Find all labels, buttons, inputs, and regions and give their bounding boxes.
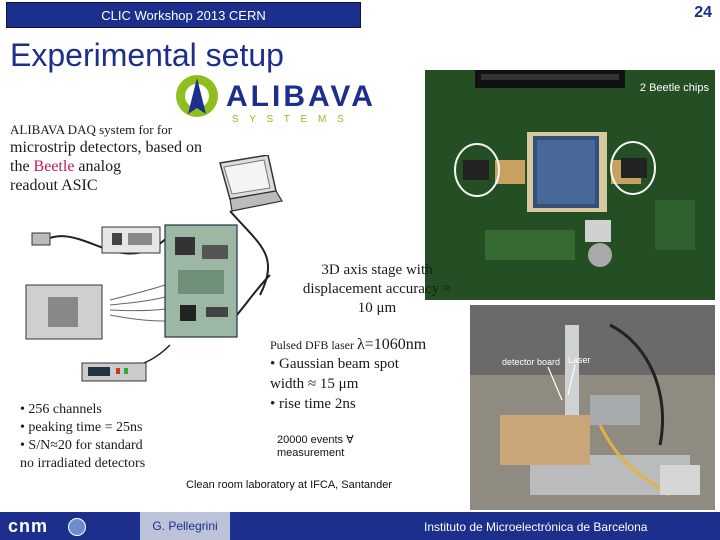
logo-wordmark: ALIBAVA — [226, 80, 376, 113]
intro-line-1: ALIBAVA DAQ system for for — [10, 122, 173, 137]
intro-line-2: microstrip detectors, based on — [10, 139, 202, 156]
lab-graphic — [470, 305, 715, 510]
beetle-board-photo: 2 Beetle chips — [425, 70, 715, 300]
channels-line-4: no irradiated detectors — [20, 456, 146, 471]
laser-label: Laser — [568, 355, 591, 365]
daq-system-diagram — [20, 154, 290, 385]
signal-generator-icon — [81, 362, 147, 382]
motherboard-icon — [164, 224, 238, 338]
logo-subtitle: S Y S T E M S — [232, 114, 348, 125]
intro-line-3-pre: the — [10, 158, 34, 175]
slide-title: Experimental setup — [10, 37, 284, 73]
daughter-board-icon — [25, 284, 103, 340]
laser-wavelength: λ=1060nm — [357, 336, 427, 353]
intro-line-4: readout ASIC — [10, 177, 98, 194]
daq-diagram-graphic — [25, 154, 283, 382]
header-bar: CLIC Workshop 2013 CERN — [6, 2, 361, 28]
detector-board-label: detector board — [502, 357, 561, 367]
conference-title: CLIC Workshop 2013 CERN — [101, 8, 266, 23]
beetle-chips-label: 2 Beetle chips — [639, 82, 709, 94]
intro-line-3-post: analog — [74, 158, 122, 175]
globe-icon — [68, 518, 86, 536]
channels-line-3: • S/N≈20 for standard — [20, 438, 143, 453]
stage-line-3: 10 μm — [357, 300, 397, 316]
laser-line-3: width ≈ 15 μm — [270, 376, 359, 392]
footer-bar: cnm G. Pellegrini Instituto de Microelec… — [0, 512, 720, 540]
intro-line-3: the Beetle analog — [10, 158, 121, 176]
stage-line-2: displacement accuracy ≈ — [302, 281, 452, 297]
events-line-2: measurement — [277, 447, 345, 459]
institute-name: Instituto de Microelectrónica de Barcelo… — [424, 520, 648, 534]
channels-line-2: • peaking time = 25ns — [20, 420, 143, 435]
cnm-logo: cnm — [8, 516, 49, 536]
laser-line-1: Pulsed DFB laser λ=1060nm — [270, 336, 426, 354]
presenter-name: G. Pellegrini — [140, 512, 230, 540]
alibava-logo: ALIBAVA S Y S T E M S — [172, 72, 407, 128]
pcb-graphic — [425, 70, 715, 300]
stage-line-1: 3D axis stage with — [321, 262, 433, 278]
laser-line-4: • rise time 2ns — [270, 396, 356, 412]
beetle-word: Beetle — [33, 158, 75, 175]
channels-line-1: • 256 channels — [20, 402, 102, 417]
laser-line-2: • Gaussian beam spot — [270, 356, 399, 372]
lab-caption: Clean room laboratory at IFCA, Santander — [186, 479, 393, 491]
page-number: 24 — [694, 4, 712, 21]
laptop-icon — [219, 154, 283, 212]
events-line-1: 20000 events ∀ — [277, 434, 354, 446]
laser-type: Pulsed DFB laser — [270, 338, 357, 352]
alibava-logo-mark — [176, 75, 218, 117]
lab-photo: detector board Laser — [470, 305, 715, 510]
